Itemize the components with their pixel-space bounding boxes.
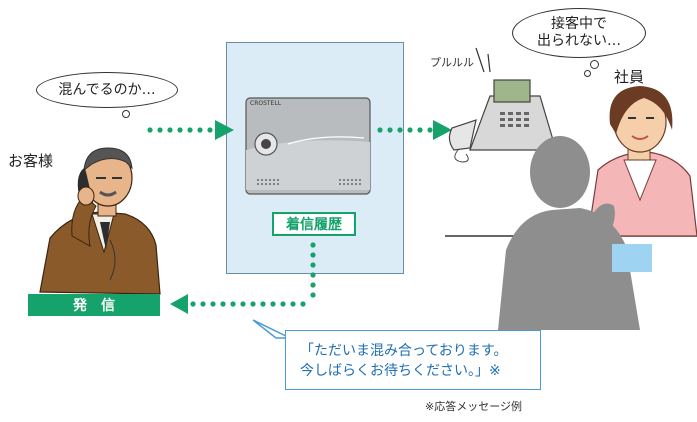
thought-dot [590,60,599,69]
send-bar: 発信 [28,294,160,316]
ring-sound-text: プルルル [430,56,474,69]
arrow-customer-to-device [147,120,234,140]
message-line1: 「ただいま混み合っております。 [300,343,508,359]
customer-label: お客様 [8,152,54,170]
arrow-device-to-staff [377,120,452,140]
device-brand: CROSTELL [250,100,282,107]
staff-label: 社員 [614,68,645,86]
arrow-device-to-customer [170,242,316,314]
visitor-silhouette [498,136,640,330]
send-label: 発信 [73,298,129,314]
staff-figure [587,86,697,237]
thought-dot [584,70,591,77]
footnote: ※応答メッセージ例 [425,400,522,413]
customer-thought-bubble: 混んでるのか… [36,72,178,108]
thought-dot [122,110,130,118]
desk-phone [448,47,557,163]
customer-thought-text: 混んでるのか… [58,81,156,98]
staff-thought-line1: 接客中で [551,16,607,32]
incoming-history-tag: 着信履歴 [272,212,356,236]
pbx-device [245,97,371,195]
response-message-box: 「ただいま混み合っております。 今しばらくお待ちください。」※ [285,330,541,390]
staff-thought-bubble: 接客中で 出られない… [512,8,646,58]
staff-thought-line2: 出られない… [537,33,621,49]
message-line2: 今しばらくお待ちください。」※ [300,363,501,379]
monitor [612,244,652,272]
customer-figure [39,147,161,295]
